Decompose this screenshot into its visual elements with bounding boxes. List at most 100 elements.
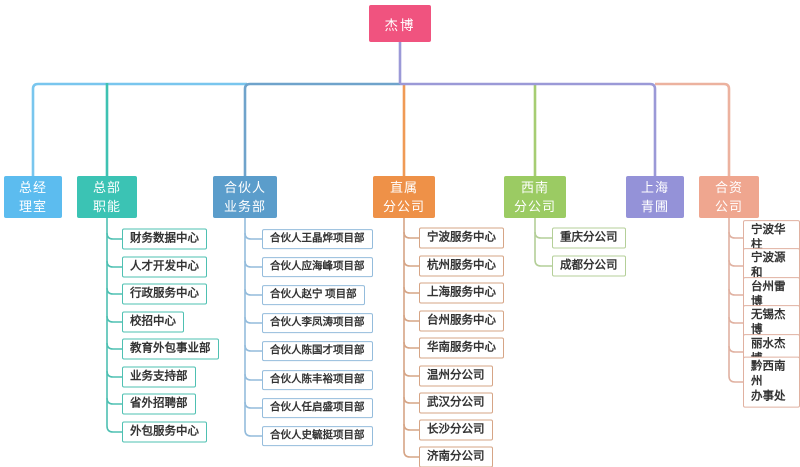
org-node-branch-0[interactable]: 总经 理室	[4, 176, 62, 218]
connector-line	[106, 232, 122, 240]
org-node-leaf[interactable]: 行政服务中心	[122, 283, 207, 305]
org-node-leaf[interactable]: 省外招聘部	[122, 393, 196, 415]
org-node-leaf[interactable]: 重庆分公司	[552, 227, 626, 249]
org-node-branch-0-label: 总经 理室	[18, 179, 47, 215]
org-node-leaf-label: 合伙人任启盛项目部	[270, 402, 365, 414]
connector-line	[244, 373, 262, 381]
org-node-leaf-label: 无锡杰博	[751, 309, 786, 336]
org-node-leaf-label: 行政服务中心	[130, 287, 199, 300]
connector-line	[31, 82, 247, 176]
connector-line	[728, 259, 743, 267]
org-node-leaf[interactable]: 台州服务中心	[419, 310, 504, 332]
connector-line	[534, 218, 552, 267]
org-node-leaf-label: 省外招聘部	[130, 397, 188, 410]
org-node-leaf-label: 成都分公司	[560, 259, 618, 272]
org-node-branch-3-label: 直属 分公司	[382, 179, 425, 215]
org-node-branch-4[interactable]: 西南 分公司	[504, 176, 566, 218]
connector-line	[244, 232, 262, 240]
org-node-leaf[interactable]: 合伙人任启盛项目部	[262, 398, 373, 418]
org-node-leaf-label: 济南分公司	[427, 450, 485, 463]
org-node-leaf[interactable]: 校招中心	[122, 311, 184, 333]
org-node-leaf[interactable]: 宁波服务中心	[419, 227, 504, 249]
org-node-branch-3[interactable]: 直属 分公司	[373, 176, 435, 218]
org-node-leaf-label: 长沙分公司	[427, 423, 485, 436]
org-node-branch-1[interactable]: 总部 职能	[77, 176, 137, 218]
org-node-leaf-label: 校招中心	[130, 315, 176, 328]
org-node-leaf[interactable]: 成都分公司	[552, 255, 626, 277]
connector-line	[244, 218, 262, 437]
org-node-branch-6-label: 合资 公司	[714, 179, 743, 215]
org-node-leaf-label: 重庆分公司	[560, 231, 618, 244]
org-node-branch-1-label: 总部 职能	[92, 179, 121, 215]
connector-line	[400, 82, 657, 176]
org-node-leaf[interactable]: 温州分公司	[419, 365, 493, 387]
org-node-leaf[interactable]: 财务数据中心	[122, 228, 207, 250]
org-node-leaf[interactable]: 合伙人王晶烨项目部	[262, 229, 373, 249]
org-node-leaf-label: 合伙人陈丰裕项目部	[270, 374, 365, 386]
org-node-leaf-label: 合伙人王晶烨项目部	[270, 233, 365, 245]
org-node-leaf-label: 台州服务中心	[427, 314, 496, 327]
org-node-leaf-label: 宁波服务中心	[427, 231, 496, 244]
org-node-leaf[interactable]: 济南分公司	[419, 446, 493, 467]
org-node-leaf-label: 合伙人史毓挺项目部	[270, 430, 365, 442]
org-node-leaf-label: 宁波华柱	[751, 224, 786, 251]
org-node-leaf[interactable]: 合伙人史毓挺项目部	[262, 426, 373, 446]
connector-line	[403, 396, 419, 404]
org-node-leaf-label: 人才开发中心	[130, 260, 199, 273]
org-node-leaf[interactable]: 合伙人李凤涛项目部	[262, 313, 373, 333]
org-node-leaf-label: 业务支持部	[130, 370, 188, 383]
org-node-leaf-label: 合伙人李凤涛项目部	[270, 317, 365, 329]
connector-line	[403, 218, 419, 458]
connector-line	[403, 286, 419, 294]
connector-line	[106, 315, 122, 323]
org-node-leaf-label: 教育外包事业部	[130, 342, 211, 355]
org-node-leaf-label: 上海服务中心	[427, 286, 496, 299]
org-node-leaf[interactable]: 合伙人陈国才项目部	[262, 341, 373, 361]
org-node-leaf[interactable]: 宁波华柱	[743, 220, 800, 256]
connector-line	[244, 344, 262, 352]
connector-line	[243, 82, 400, 176]
org-node-leaf[interactable]: 合伙人陈丰裕项目部	[262, 370, 373, 390]
org-node-leaf-label: 合伙人应海峰项目部	[270, 261, 365, 273]
connector-line	[106, 287, 122, 295]
org-node-branch-5-label: 上海 青圃	[640, 179, 669, 215]
org-node-leaf-label: 杭州服务中心	[427, 259, 496, 272]
connector-line	[106, 370, 122, 378]
org-node-leaf[interactable]: 武汉分公司	[419, 392, 493, 414]
connector-line	[403, 231, 419, 239]
org-node-leaf-label: 台州雷博	[751, 281, 786, 308]
connector-line	[403, 314, 419, 322]
connector-line	[728, 288, 743, 296]
org-node-leaf[interactable]: 华南服务中心	[419, 337, 504, 359]
connector-line	[106, 218, 122, 433]
org-node-leaf[interactable]: 教育外包事业部	[122, 338, 219, 360]
org-node-leaf[interactable]: 人才开发中心	[122, 256, 207, 278]
org-node-leaf[interactable]: 杭州服务中心	[419, 255, 504, 277]
org-node-leaf[interactable]: 业务支持部	[122, 366, 196, 388]
org-node-leaf[interactable]: 上海服务中心	[419, 282, 504, 304]
connector-line	[244, 401, 262, 409]
org-node-branch-2[interactable]: 合伙人 业务部	[213, 176, 277, 218]
org-node-leaf-label: 宁波源和	[751, 252, 786, 279]
org-node-branch-6[interactable]: 合资 公司	[699, 176, 759, 218]
org-node-branch-2-label: 合伙人 业务部	[223, 179, 266, 215]
org-node-leaf[interactable]: 黔西南州 办事处	[743, 356, 800, 408]
connector-line	[403, 369, 419, 377]
org-node-leaf[interactable]: 合伙人赵宁 项目部	[262, 285, 365, 305]
org-node-leaf[interactable]: 外包服务中心	[122, 421, 207, 443]
org-node-root[interactable]: 杰博	[369, 5, 431, 42]
connector-line	[534, 231, 552, 239]
org-node-leaf-label: 合伙人陈国才项目部	[270, 345, 365, 357]
org-node-branch-4-label: 西南 分公司	[513, 179, 556, 215]
connector-line	[244, 260, 262, 268]
org-node-branch-5[interactable]: 上海 青圃	[626, 176, 684, 218]
connector-line	[403, 259, 419, 267]
org-node-leaf[interactable]: 长沙分公司	[419, 419, 493, 441]
connector-line	[728, 231, 743, 239]
org-node-leaf-label: 武汉分公司	[427, 396, 485, 409]
connector-line	[728, 345, 743, 353]
org-node-leaf[interactable]: 合伙人应海峰项目部	[262, 257, 373, 277]
org-node-root-label: 杰博	[384, 17, 416, 33]
org-node-leaf-label: 华南服务中心	[427, 341, 496, 354]
